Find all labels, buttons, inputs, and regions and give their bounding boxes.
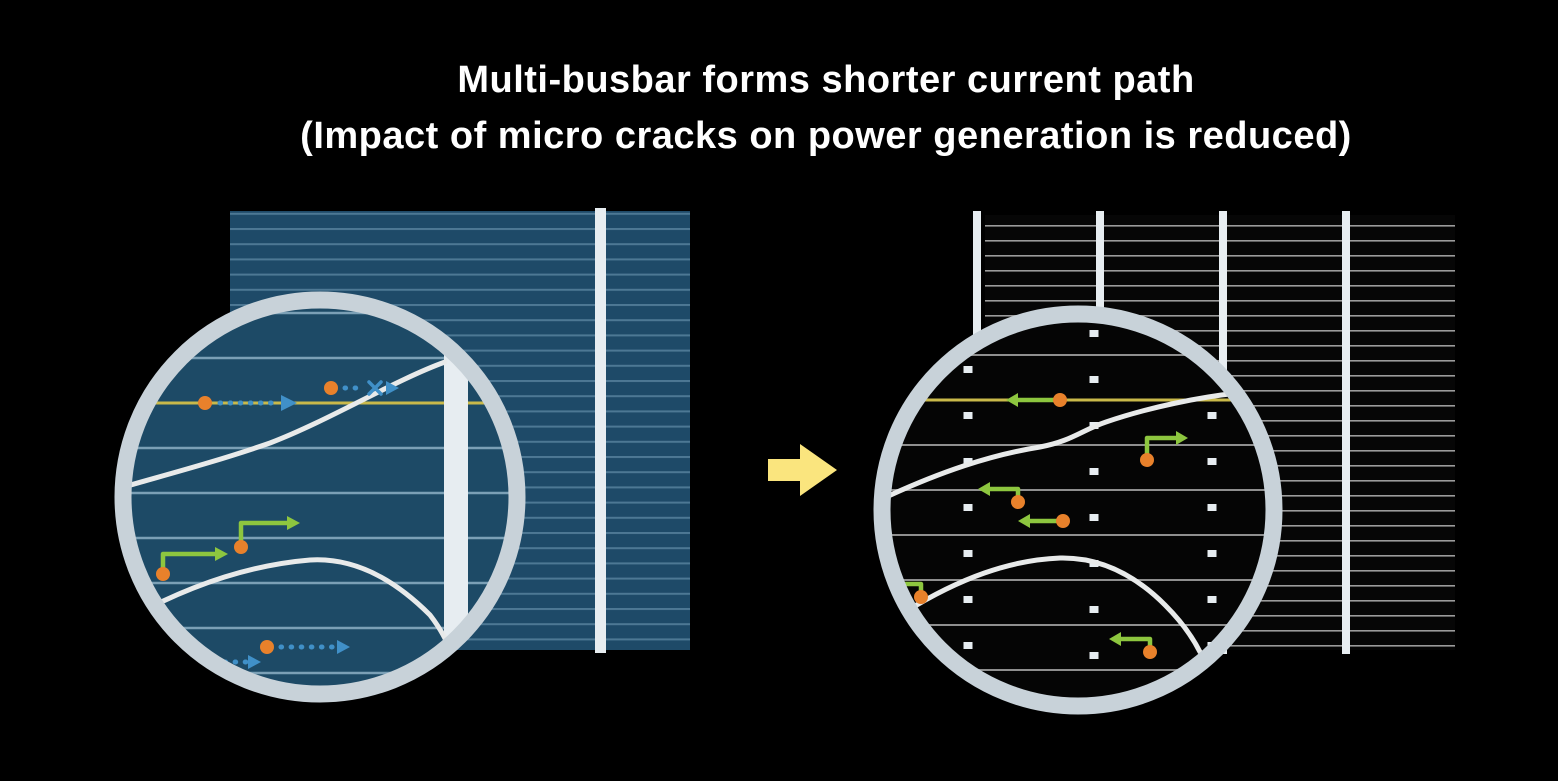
micro-crack-line	[131, 557, 455, 658]
magnifier-ring-icon	[873, 305, 1283, 715]
arrowhead-icon	[1109, 632, 1121, 646]
green-path	[1144, 435, 1179, 463]
long-current-path	[198, 395, 297, 411]
long-current-path	[260, 640, 350, 654]
right-magnifier	[873, 305, 1283, 715]
arrowhead-icon	[215, 547, 228, 561]
title-line-2: (Impact of micro cracks on power generat…	[300, 115, 1352, 157]
diagram-title: Multi-busbar forms shorter current path …	[47, 52, 1558, 164]
left-magnifier	[114, 291, 526, 703]
blocked-x-icon	[367, 380, 383, 396]
green-path	[238, 520, 290, 549]
short-current-path	[1006, 393, 1067, 407]
arrowhead-icon	[1176, 431, 1188, 445]
busbar	[1342, 211, 1350, 654]
zoom-content-right	[890, 322, 1266, 698]
arrowhead-icon	[337, 640, 350, 654]
arrowhead-icon	[287, 516, 300, 530]
current-start-dot	[156, 567, 170, 581]
current-start-dot	[324, 381, 338, 395]
current-start-dot	[198, 396, 212, 410]
current-start-dot	[1140, 453, 1154, 467]
short-current-path	[156, 547, 228, 581]
arrowhead-icon	[248, 655, 261, 669]
arrowhead-icon	[978, 482, 990, 496]
arrowhead-icon	[1006, 393, 1018, 407]
transition-arrow-icon	[768, 444, 837, 496]
short-current-path	[978, 482, 1025, 509]
current-start-dot	[1143, 645, 1157, 659]
micro-crack-line	[902, 555, 1203, 655]
current-start-dot	[1056, 514, 1070, 528]
current-start-dot	[1011, 495, 1025, 509]
title-line-1: Multi-busbar forms shorter current path	[457, 59, 1195, 101]
short-current-path	[234, 516, 300, 554]
green-path	[160, 551, 218, 576]
long-current-path-blocked	[324, 380, 399, 396]
micro-crack-line	[131, 359, 448, 489]
current-start-dot	[1053, 393, 1067, 407]
zoom-background	[889, 321, 1267, 699]
short-current-path	[1109, 632, 1157, 659]
short-current-path	[1140, 431, 1188, 467]
magnifier-ring-icon	[114, 291, 526, 703]
arrowhead-icon	[1018, 514, 1030, 528]
current-start-dot	[914, 590, 928, 604]
busbar	[595, 208, 606, 653]
arrowhead-icon	[386, 381, 399, 395]
current-start-dot	[260, 640, 274, 654]
current-start-dot	[234, 540, 248, 554]
micro-crack-line	[890, 390, 1241, 501]
arrowhead-icon	[281, 395, 297, 411]
short-current-path	[1018, 514, 1070, 528]
magnified-multi-busbars	[963, 322, 1217, 698]
